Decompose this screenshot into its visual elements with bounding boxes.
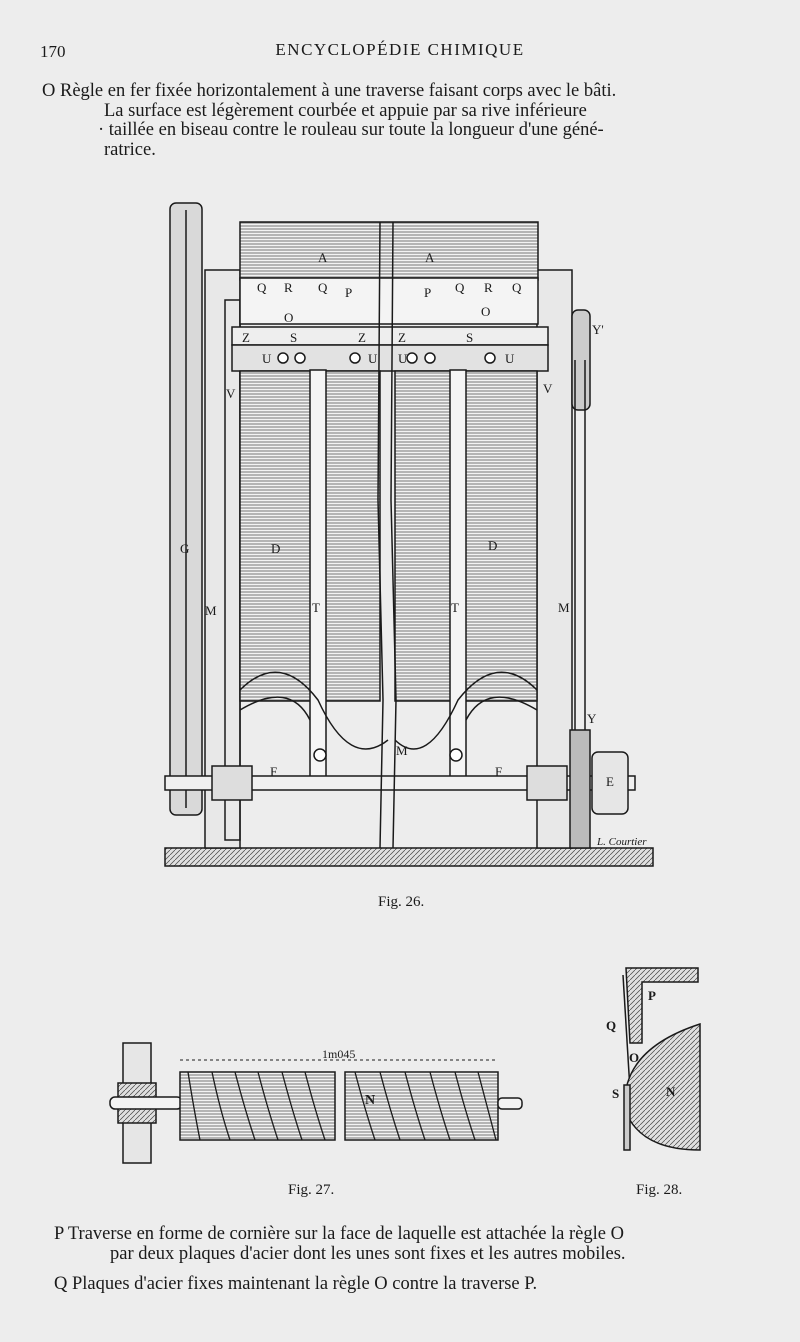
legend-entry-o: O Règle en fer fixée horizontalement à u…: [42, 81, 764, 160]
fig26-label: D: [488, 538, 497, 553]
fig27-dimension: 1m045: [322, 1047, 355, 1061]
fig26-label: Q: [257, 280, 267, 295]
fig26-label: V: [543, 381, 553, 396]
fig27-caption: Fig. 27.: [288, 1182, 334, 1198]
fig26-label: P: [345, 285, 352, 300]
fig28-label: N: [666, 1084, 676, 1099]
fig26-label: F: [270, 764, 277, 779]
legend-entry-q: Q Plaques d'acier fixes maintenant la rè…: [54, 1274, 538, 1294]
fig26-label: S: [290, 330, 297, 345]
fig28-label: S: [612, 1086, 619, 1101]
fig26-label: A: [425, 250, 435, 265]
fig26-label: T: [451, 600, 459, 615]
legend-line: La surface est légèrement courbée et app…: [104, 100, 587, 121]
fig27-label-n: N: [365, 1093, 375, 1108]
fig26-label: Z: [398, 330, 406, 345]
fig26-label: U: [262, 351, 272, 366]
fig28-label: Q: [606, 1018, 616, 1033]
legend-line: par deux plaques d'acier dont les unes s…: [110, 1243, 626, 1264]
fig26-label: Z: [242, 330, 250, 345]
fig28-label: O: [629, 1050, 639, 1065]
fig26-label: M: [205, 603, 217, 618]
fig26-label: G: [180, 541, 189, 556]
fig26-label: R: [284, 280, 293, 295]
fig26-label: Y': [592, 322, 604, 337]
page-number: 170: [40, 42, 66, 61]
fig26-label: U: [398, 351, 408, 366]
legend-line: P Traverse en forme de cornière sur la f…: [54, 1224, 624, 1244]
fig26-label: Q: [512, 280, 522, 295]
fig26-label: O: [284, 310, 293, 325]
legend-entry-p: P Traverse en forme de cornière sur la f…: [54, 1224, 770, 1264]
fig26-label: F: [495, 764, 502, 779]
fig26-label: A: [318, 250, 328, 265]
engraver-signature: L. Courtier: [596, 836, 647, 848]
fig26-label: Q: [318, 280, 328, 295]
fig28-caption: Fig. 28.: [636, 1182, 682, 1198]
legend-line: O Règle en fer fixée horizontalement à u…: [42, 81, 617, 101]
fig26-label: E: [606, 774, 614, 789]
fig26-label: R: [484, 280, 493, 295]
fig26-label: U: [368, 351, 378, 366]
fig26-label: S: [466, 330, 473, 345]
fig26-label: O: [481, 304, 490, 319]
fig26-caption: Fig. 26.: [378, 894, 424, 910]
fig26-label: M: [396, 743, 408, 758]
fig26-label: V: [226, 386, 236, 401]
fig26-label: M: [558, 600, 570, 615]
fig26-label: U: [505, 351, 515, 366]
fig26-label: Z: [358, 330, 366, 345]
fig26-label: D: [271, 541, 280, 556]
fig26-label: Q: [455, 280, 465, 295]
legend-line: ratrice.: [104, 139, 156, 160]
fig28-label: P: [648, 988, 656, 1003]
fig26-label: P: [424, 285, 431, 300]
fig26-label: Y: [587, 711, 597, 726]
legend-line: · taillée en biseau contre le rouleau su…: [98, 120, 604, 140]
fig26-label: T: [312, 600, 320, 615]
running-title: ENCYCLOPÉDIE CHIMIQUE: [275, 40, 525, 59]
